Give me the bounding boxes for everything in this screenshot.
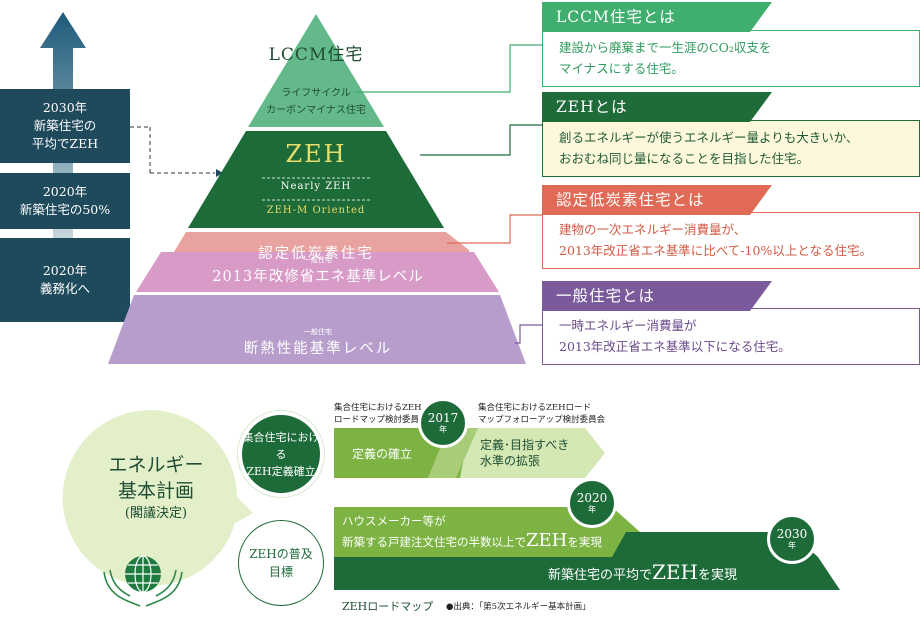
housemaker-label: ハウスメーカー等が 新築する戸建注文住宅の半数以上でZEHを実現 (342, 514, 602, 551)
zeh-sub2: ZEH-M Oriented (266, 205, 366, 216)
tab-shape-low-carbon (542, 185, 772, 215)
average-label: 新築住宅の平均でZEHを実現 (548, 560, 737, 584)
committee1-label: 集合住宅におけるZEH ロードマップ検討委員会 (334, 403, 428, 425)
pyramid-tier-lccm (248, 14, 384, 127)
expansion-label: 定義･目指すべき 水準の拡張 (480, 438, 570, 468)
plan-text: エネルギー 基本計画 (閣議決定) (68, 452, 244, 524)
label-2020-mandatory: 2020年 義務化へ (0, 238, 130, 322)
definition-label: 定義の確立 (352, 447, 413, 461)
info-box-lccm: 建設から廃棄まで一生涯のCO₂収支を マイナスにする住宅。 (542, 30, 920, 87)
insulation-small: 一般住宅 (304, 328, 332, 336)
pyramid-tier-2013-level (136, 252, 499, 292)
label-2030-average-zeh: 2030年 新築住宅の 平均でZEH (0, 89, 130, 163)
globe-hands-icon (103, 555, 183, 607)
info-box-zeh: 創るエネルギーが使うエネルギー量よりも大きいか、 おおむね同じ量になることを目指… (542, 120, 920, 177)
circle-zeh-definition: 集合住宅における ZEH定義確立 (238, 411, 324, 497)
tab-shape-zeh (542, 92, 772, 122)
info-title-general: 一般住宅とは (556, 287, 656, 305)
info-box-general: 一時エネルギー消費量が 2013年改正省エネ基準以下になる住宅。 (542, 308, 920, 365)
lccm-sub2: カーボンマイナス住宅 (266, 105, 366, 116)
plan-line3: (閣議決定) (124, 506, 188, 521)
level2013-tier-label: 一般住宅 2013年改修省エネ基準レベル (160, 256, 476, 286)
pyramid-diagram (108, 14, 542, 364)
info-title-lccm: LCCM住宅とは (556, 8, 676, 26)
info-title-zeh: ZEHとは (556, 98, 628, 116)
circle-zeh-target: ZEHの普及 目標 (238, 520, 324, 606)
roadmap-caption: ZEHロードマップ (342, 600, 434, 613)
info-box-low-carbon: 建物の一次エネルギー消費量が、 2013年改正省エネ基準に比べて-10%以上とな… (542, 212, 920, 269)
info-title-low-carbon: 認定低炭素住宅とは (556, 191, 705, 209)
plan-line2: 基本計画 (117, 480, 194, 502)
insulation-title: 断熱性能基準レベル (243, 341, 393, 357)
committee2-label: 集合住宅におけるZEHロード マップフォローアップ検討委員会 (478, 403, 606, 425)
label-2020-half-new-houses: 2020年 新築住宅の50% (0, 173, 130, 229)
level2013-title: 2013年改修省エネ基準レベル (212, 269, 424, 285)
roadmap-bands (334, 428, 840, 590)
lccm-title: LCCM住宅 (268, 45, 364, 65)
tab-shape-lccm (542, 2, 772, 32)
year-2020-badge: 2020 年 (567, 478, 617, 528)
year-2030-badge: 2030 年 (767, 514, 817, 564)
arrowhead-icon (216, 169, 223, 177)
year-2017-badge: 2017 年 (418, 398, 468, 448)
lccm-sub1: ライフサイクル (281, 88, 351, 99)
pyramid-tier-insulation (108, 295, 526, 364)
source-note: ●出典：「第5次エネルギー基本計画」 (446, 602, 591, 612)
insulation-tier-label: 一般住宅 断熱性能基準レベル (160, 328, 476, 358)
zeh-title: ZEH (285, 140, 347, 168)
low-carbon-title: 認定低炭素住宅 (258, 246, 374, 262)
plan-line1: エネルギー (108, 454, 204, 476)
pyramid-tier-zeh (188, 131, 444, 228)
level2013-small: 一般住宅 (304, 256, 332, 264)
plan-bubble (62, 409, 253, 586)
tab-shape-general (542, 281, 772, 311)
zeh-sub1: Nearly ZEH (280, 181, 352, 192)
